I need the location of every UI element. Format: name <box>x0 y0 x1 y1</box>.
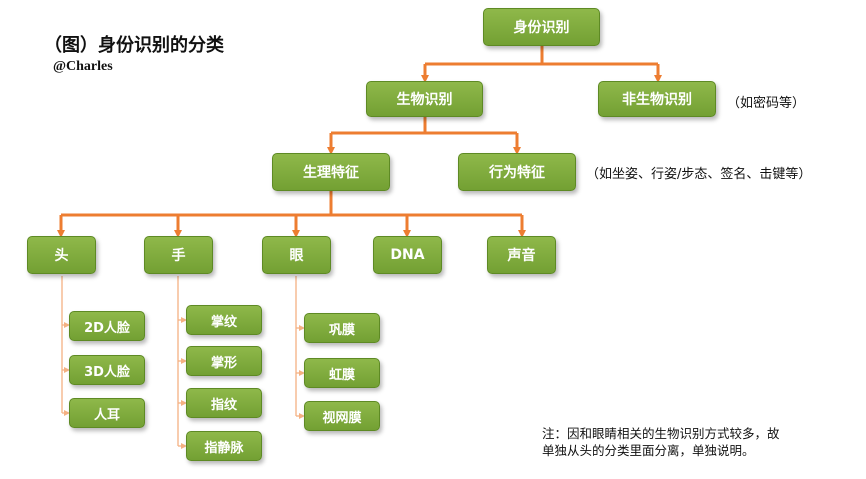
note-nonbio: （如密码等） <box>727 96 806 111</box>
node-head: 头 <box>27 236 96 274</box>
leaf-palmprint: 掌纹 <box>186 305 262 335</box>
footnote-line-1: 注：因和眼睛相关的生物识别方式较多，故 <box>542 426 780 441</box>
node-root: 身份识别 <box>483 8 600 46</box>
node-eye: 眼 <box>262 236 331 274</box>
leaf-iris: 虹膜 <box>304 358 380 388</box>
node-dna: DNA <box>373 236 442 274</box>
connector-head <box>61 276 70 416</box>
leaf-fingerprint: 指纹 <box>186 388 262 418</box>
footnote-line-2: 单独从头的分类里面分离，单独说明。 <box>542 443 755 458</box>
leaf-fingervein: 指静脉 <box>186 431 262 461</box>
author-credit: @Charles <box>53 59 113 74</box>
connector-root <box>421 46 662 83</box>
connector-bio <box>327 115 521 155</box>
leaf-face-2d: 2D人脸 <box>69 311 145 341</box>
node-nonbio: 非生物识别 <box>598 81 716 117</box>
footnote: 注：因和眼睛相关的生物识别方式较多，故 单独从头的分类里面分离，单独说明。 <box>542 425 842 459</box>
node-behavior: 行为特征 <box>458 153 576 191</box>
leaf-retina: 视网膜 <box>304 401 380 431</box>
leaf-palmshape: 掌形 <box>186 346 262 376</box>
node-bio: 生物识别 <box>366 81 483 117</box>
leaf-sclera: 巩膜 <box>304 313 380 343</box>
note-behavior: （如坐姿、行姿/步态、签名、击键等） <box>586 167 812 182</box>
connector-hand <box>177 276 187 449</box>
connector-physio <box>57 191 526 238</box>
node-physio: 生理特征 <box>272 153 390 191</box>
leaf-face-3d: 3D人脸 <box>69 355 145 385</box>
connector-eye <box>295 276 305 419</box>
node-hand: 手 <box>144 236 213 274</box>
diagram-title: （图）身份识别的分类 <box>44 35 224 56</box>
node-voice: 声音 <box>487 236 556 274</box>
leaf-ear: 人耳 <box>69 398 145 428</box>
